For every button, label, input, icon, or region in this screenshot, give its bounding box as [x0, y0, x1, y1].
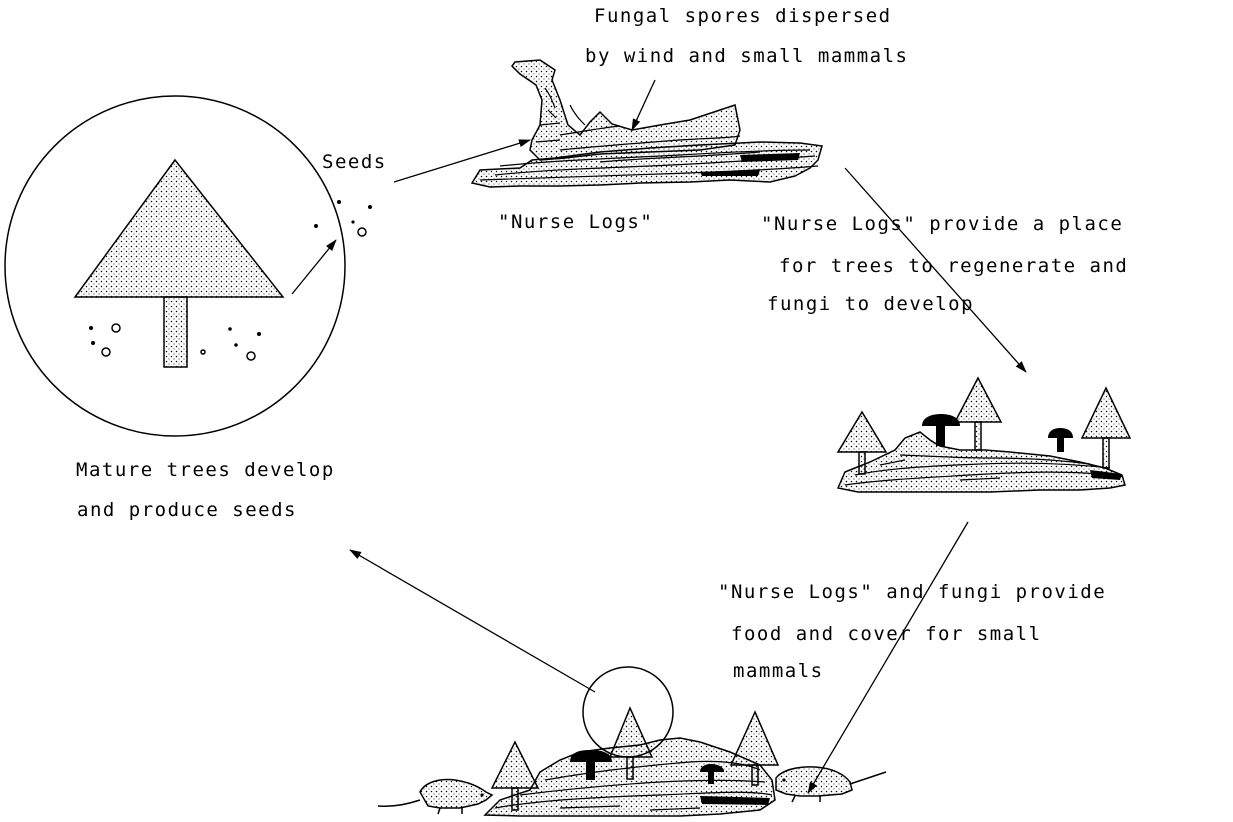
seedling-tree-icon: [838, 412, 886, 452]
seedling-tree-icon: [492, 742, 538, 788]
mature-trees-label-line2: and produce seeds: [77, 499, 297, 521]
small-mammal-icon: [378, 780, 492, 815]
small-mammal-icon: [776, 767, 886, 802]
nurse-logs-label: "Nurse Logs": [498, 211, 653, 233]
tree-icon: [75, 160, 283, 297]
nurse-log-icon: [472, 60, 822, 187]
food-cover-label-line1: "Nurse Logs" and fungi provide: [718, 581, 1106, 603]
seeds-label: Seeds: [322, 151, 387, 173]
food-cover-label-line2: food and cover for small: [731, 623, 1042, 645]
arrow-icon: [632, 80, 655, 130]
seedling-tree-icon: [955, 378, 1001, 422]
mature-trees-label-line1: Mature trees develop: [76, 459, 335, 481]
food-cover-label-line3: mammals: [733, 660, 824, 682]
dispersed-seeds: [314, 200, 372, 236]
fungal-spores-label-line1: Fungal spores dispersed: [594, 5, 892, 27]
nurse-logs-provide-line1: "Nurse Logs" provide a place: [761, 213, 1123, 235]
seedling-tree-icon: [610, 708, 652, 757]
seedling-tree-icon: [731, 712, 778, 765]
seedling-tree-icon: [1082, 388, 1130, 438]
arrow-icon: [292, 240, 336, 294]
arrow-icon: [808, 522, 968, 793]
nurse-log-mammals-group: [378, 667, 886, 816]
nurse-logs-provide-line3: fungi to develop: [767, 293, 974, 315]
fungal-spores-label-line2: by wind and small mammals: [585, 45, 908, 67]
nurse-logs-provide-line2: for trees to regenerate and: [779, 255, 1128, 277]
tree-trunk: [164, 297, 187, 367]
arrow-icon: [350, 550, 595, 692]
nurse-log-seedlings-group: [838, 378, 1130, 492]
mature-tree-group: [5, 96, 345, 436]
mushroom-icon: [1048, 428, 1073, 452]
